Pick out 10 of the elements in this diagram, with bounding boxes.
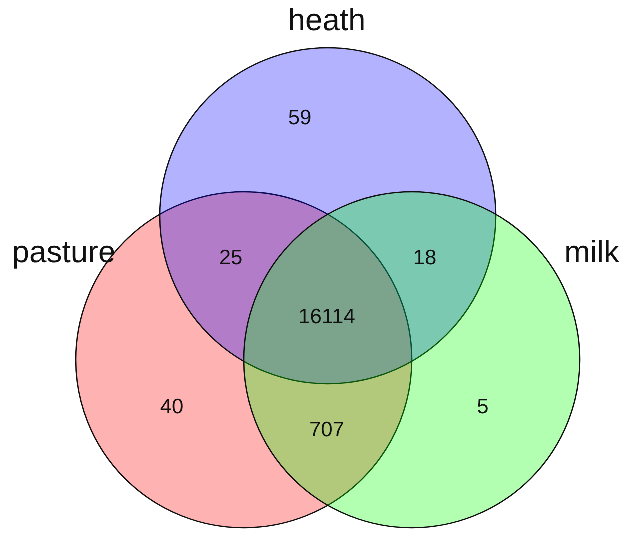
region-count: 18: [413, 248, 437, 268]
region-count: 40: [160, 396, 184, 418]
region-count: 5: [477, 396, 489, 418]
set-label: milk: [564, 236, 620, 268]
set-label: pasture: [12, 236, 116, 268]
region-count: 25: [219, 248, 243, 268]
set-label: heath: [288, 4, 366, 36]
region-count: 16114: [298, 306, 356, 328]
region-count: 59: [288, 108, 312, 128]
region-count: 707: [309, 420, 345, 440]
